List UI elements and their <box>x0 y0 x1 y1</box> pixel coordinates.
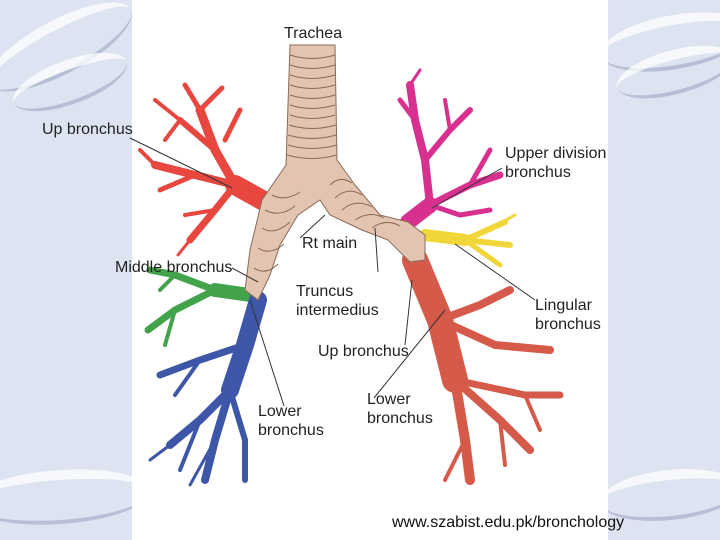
middle-bronchus <box>144 266 257 347</box>
label-lower-bronchus-right: Lower bronchus <box>258 403 324 439</box>
label-up-bronchus-right: Up bronchus <box>42 121 133 138</box>
label-middle-bronchus: Middle bronchus <box>115 259 233 276</box>
source-credit: www.szabist.edu.pk/bronchology <box>392 514 625 531</box>
label-upper-division-bronchus: Upper division bronchus <box>505 145 607 181</box>
left-upper-bronchus <box>397 68 504 230</box>
label-up-bronchus-left: Up bronchus <box>318 343 409 360</box>
label-lower-bronchus-left: Lower bronchus <box>367 391 433 427</box>
right-lower-bronchus <box>148 291 267 487</box>
label-leader-lines <box>129 137 536 407</box>
trachea-airway <box>244 44 426 301</box>
bronchi-branches <box>138 68 564 487</box>
label-truncus-intermedius: Truncus intermedius <box>296 283 379 319</box>
label-trachea: Trachea <box>284 25 343 42</box>
label-rt-main: Rt main <box>302 235 358 252</box>
label-lingular-bronchus: Lingular bronchus <box>535 297 601 333</box>
cartilage-rings <box>253 54 401 272</box>
right-upper-bronchus <box>138 82 272 257</box>
left-lower-bronchus <box>402 247 564 485</box>
lingula-bronchus <box>419 213 517 268</box>
